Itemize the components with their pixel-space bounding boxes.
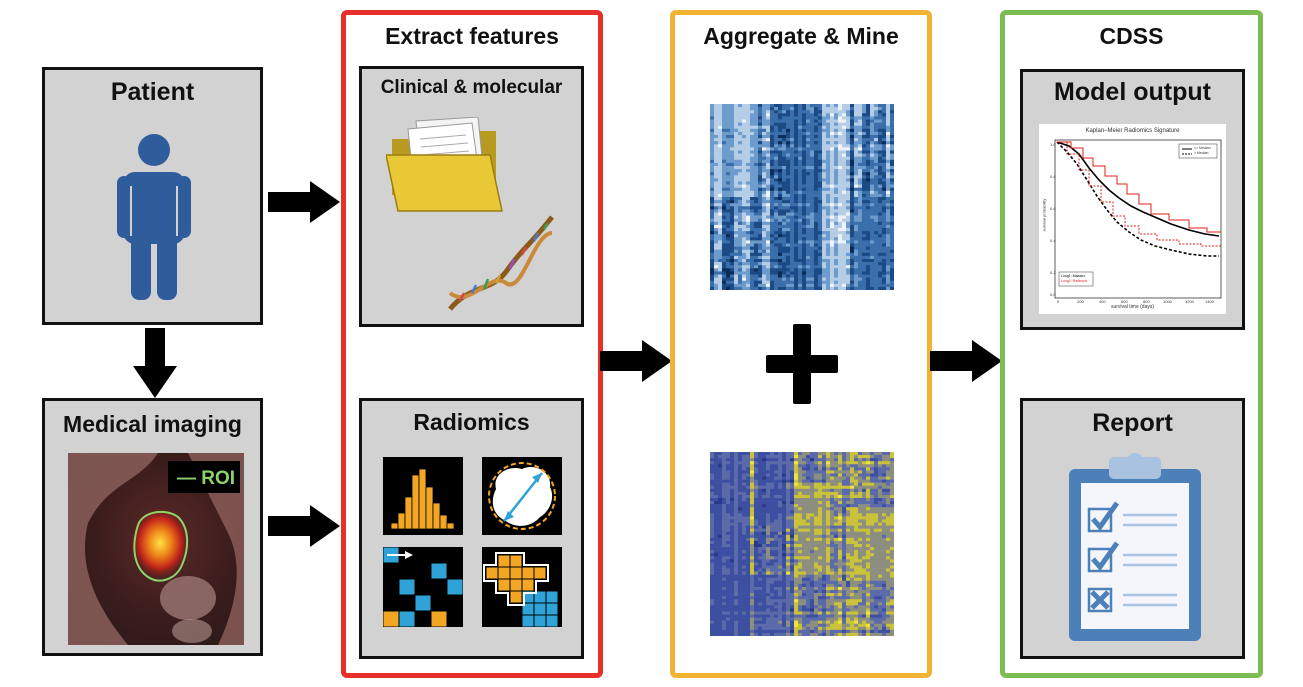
yellow-blue-heatmap [710,452,894,636]
shape-feature-icon [482,457,562,535]
patient-title: Patient [110,78,195,106]
roi-label: — ROI [177,468,236,489]
clinical-molecular-box: Clinical & molecular [359,66,584,327]
clinical-molecular-title: Clinical & molecular [380,77,563,98]
km-plot: Kaplan–Meier Radiomics Signature surviva… [1039,124,1226,314]
model-output-title: Model output [1054,78,1211,106]
arrow-patient-to-imaging [133,328,177,398]
imaging-box: Medical imaging — ROI [42,398,263,656]
patient-box: Patient [42,67,263,325]
km-cohort-maastro: Lung1: Maastro [1061,274,1086,278]
radiomics-title: Radiomics [413,409,530,435]
km-cohort-radboud: Lung2: Radboud [1061,279,1087,283]
km-legend-median-high: > Median [1194,151,1209,155]
km-plot-title: Kaplan–Meier Radiomics Signature [1085,128,1180,134]
folder-icon [386,117,503,212]
dna-icon [448,215,554,311]
km-plot-xlabel: survival time (days) [1110,304,1155,310]
zone-feature-icon [482,547,562,627]
model-output-box: Model output Kaplan–Meier Radiomics Sign… [1020,69,1245,330]
histogram-feature-icon [383,457,463,535]
imaging-title: Medical imaging [63,411,242,437]
arrow-aggregate-to-cdss [930,340,1002,382]
report-box: Report [1020,398,1245,659]
aggregate-mine-title: Aggregate & Mine [703,23,899,49]
texture-feature-icon [383,547,463,627]
person-icon [117,134,191,300]
cdss-title: CDSS [1099,23,1164,49]
arrow-extract-to-aggregate [600,340,672,382]
plus-icon [766,324,838,404]
ct-scan-image [68,453,244,645]
arrow-imaging-to-extract [268,505,340,547]
km-legend-median-low: <= Median [1194,146,1211,150]
radiomics-box: Radiomics [359,398,584,659]
report-title: Report [1092,409,1173,437]
arrow-patient-to-extract [268,181,340,223]
blue-heatmap [710,104,894,290]
clipboard-icon [1069,453,1201,641]
extract-features-title: Extract features [385,23,559,49]
